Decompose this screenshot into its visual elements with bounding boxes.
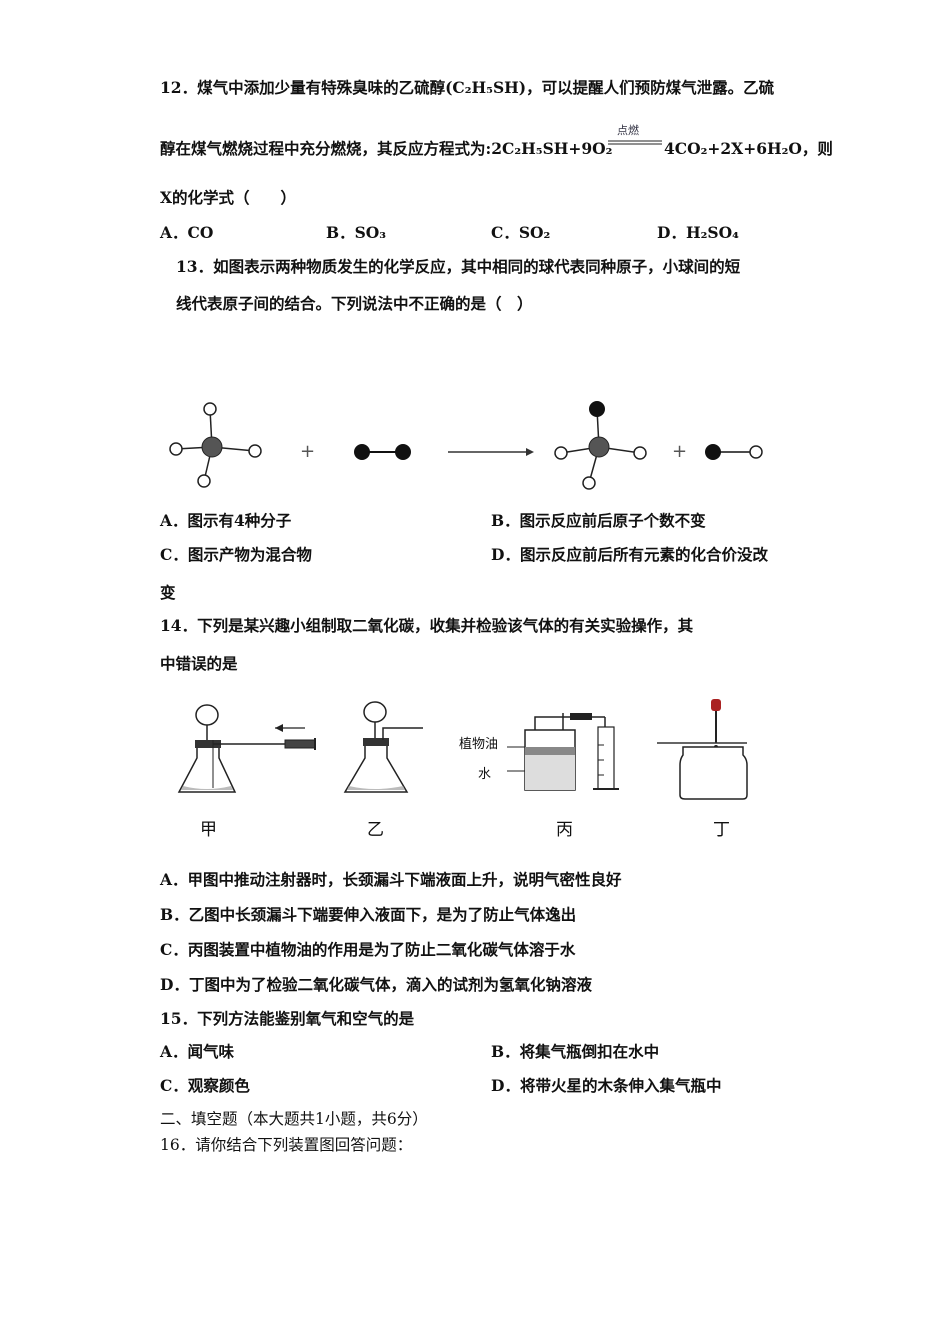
q12-line2-b: 4CO₂+2X+6H₂O，则 — [664, 139, 833, 158]
apparatus-ding — [657, 699, 748, 800]
q12-reaction-condition: 点燃 — [617, 124, 639, 137]
apparatus-yi — [343, 701, 423, 793]
q15-option-c[interactable]: C．观察颜色 — [160, 1076, 250, 1095]
reactant-molecule-2 — [354, 444, 411, 460]
q13-option-a[interactable]: A．图示有4种分子 — [160, 511, 292, 530]
q14-option-c[interactable]: C．丙图装置中植物油的作用是为了防止二氧化碳气体溶于水 — [160, 940, 576, 959]
q14-line1: 14．下列是某兴趣小组制取二氧化碳，收集并检验该气体的有关实验操作，其 — [160, 616, 694, 635]
product-molecule-1 — [554, 401, 647, 490]
q14-option-b[interactable]: B．乙图中长颈漏斗下端要伸入液面下，是为了防止气体逸出 — [160, 905, 577, 924]
q14-option-d[interactable]: D．丁图中为了检验二氧化碳气体，滴入的试剂为氢氧化钠溶液 — [160, 975, 592, 994]
plus-sign-1: + — [300, 441, 315, 462]
q13-line2: 线代表原子间的结合。下列说法中不正确的是（ ） — [176, 294, 533, 313]
apparatus-bing — [507, 713, 619, 791]
molecule-reaction-diagram: + + — [169, 401, 763, 490]
label-jia: 甲 — [200, 820, 217, 840]
section-2-title: 二、填空题（本大题共1小题，共6分） — [160, 1110, 428, 1128]
water-label: 水 — [478, 767, 492, 782]
label-bing: 丙 — [556, 820, 573, 840]
q15-option-a[interactable]: A．闻气味 — [160, 1042, 235, 1061]
q13-option-d-wrap: 变 — [160, 583, 176, 602]
q13-line1: 13．如图表示两种物质发生的化学反应，其中相同的球代表同种原子，小球间的短 — [176, 257, 741, 276]
q12-option-c[interactable]: C．SO₂ — [491, 223, 551, 242]
q13-option-d[interactable]: D．图示反应前后所有元素的化合价没改 — [491, 545, 768, 564]
q14-line2: 中错误的是 — [160, 654, 238, 673]
plus-sign-2: + — [672, 441, 687, 462]
q12-line2-a: 醇在煤气燃烧过程中充分燃烧，其反应方程式为:2C₂H₅SH+9O₂ — [160, 139, 613, 158]
q16-line1: 16．请你结合下列装置图回答问题： — [160, 1136, 413, 1154]
reactant-molecule-1 — [169, 402, 262, 488]
oil-label: 植物油 — [459, 737, 499, 752]
q12-option-d[interactable]: D．H₂SO₄ — [657, 223, 739, 242]
q15-option-b[interactable]: B．将集气瓶倒扣在水中 — [491, 1042, 660, 1061]
q13-option-b[interactable]: B．图示反应前后原子个数不变 — [491, 511, 706, 530]
q12-line3: X的化学式（ ） — [160, 188, 297, 207]
q12-option-a[interactable]: A．CO — [160, 223, 214, 242]
label-ding: 丁 — [713, 820, 730, 840]
q15-line1: 15．下列方法能鉴别氧气和空气的是 — [160, 1009, 415, 1028]
product-molecule-2 — [705, 444, 763, 460]
q12-option-b[interactable]: B．SO₃ — [326, 223, 387, 242]
q13-option-c[interactable]: C．图示产物为混合物 — [160, 545, 312, 564]
reaction-equals-line — [608, 140, 662, 145]
reaction-arrow — [448, 448, 534, 456]
label-yi: 乙 — [367, 820, 384, 840]
q15-option-d[interactable]: D．将带火星的木条伸入集气瓶中 — [491, 1076, 722, 1095]
apparatus-jia — [177, 704, 316, 793]
q14-option-a[interactable]: A．甲图中推动注射器时，长颈漏斗下端液面上升，说明气密性良好 — [160, 870, 622, 889]
q12-line1: 12．煤气中添加少量有特殊臭味的乙硫醇(C₂H₅SH)，可以提醒人们预防煤气泄露… — [160, 78, 775, 97]
